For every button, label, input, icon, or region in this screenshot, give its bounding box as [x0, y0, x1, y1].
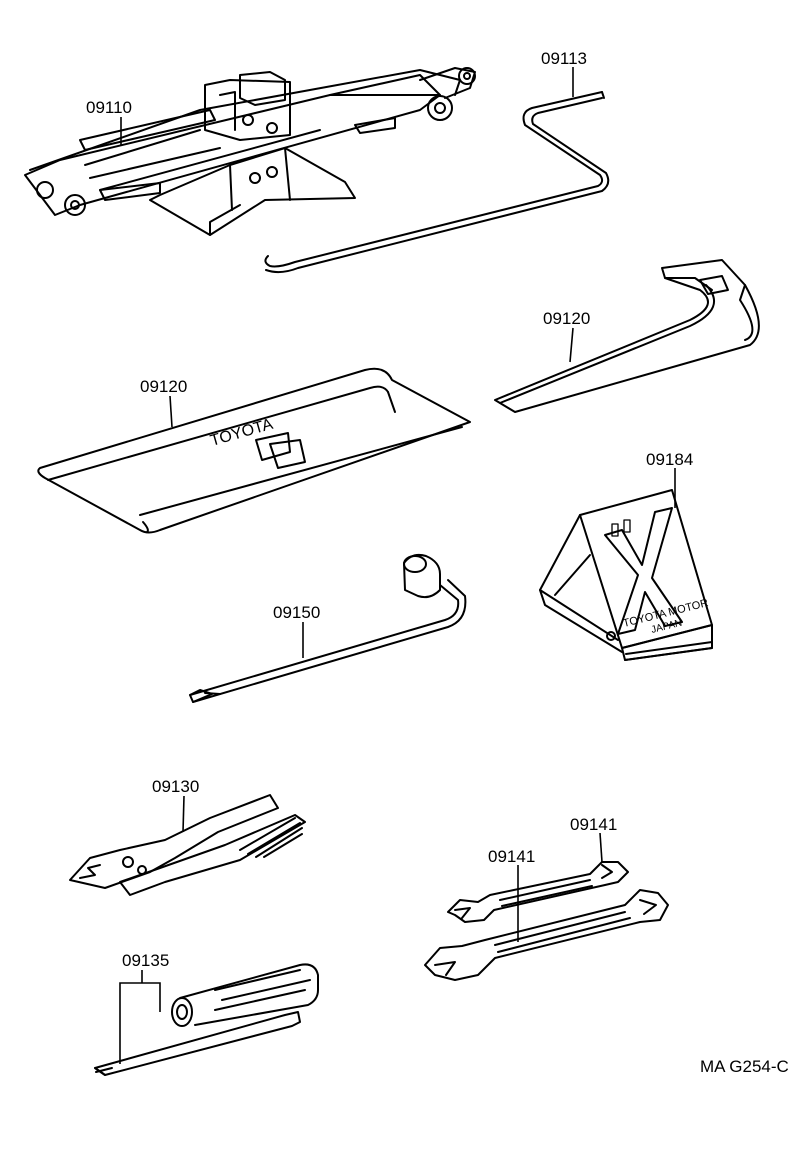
part-label-09113: 09113	[541, 49, 587, 68]
tool-bag[interactable]	[37, 367, 471, 534]
part-label-09141-small: 09141	[570, 815, 617, 834]
tool-bag-imprint: TOYOTA	[208, 416, 275, 450]
diagram-code: MA G254-C	[700, 1057, 789, 1076]
open-end-wrench-large[interactable]	[424, 889, 669, 981]
part-label-09184: 09184	[646, 450, 693, 469]
part-label-09120-right: 09120	[543, 309, 590, 328]
part-label-09110: 09110	[86, 98, 132, 117]
part-label-09135: 09135	[122, 951, 169, 970]
pliers[interactable]	[69, 794, 306, 896]
part-label-09141-large: 09141	[488, 847, 535, 866]
open-end-wrench-small[interactable]	[447, 861, 629, 923]
scissor-jack[interactable]	[24, 67, 476, 236]
part-label-09130: 09130	[152, 777, 199, 796]
screwdriver[interactable]	[94, 963, 319, 1076]
jack-handle-bag[interactable]	[494, 259, 760, 413]
wheel-nut-wrench[interactable]	[189, 553, 467, 703]
wheel-chock[interactable]	[539, 489, 713, 661]
jack-handle[interactable]	[264, 91, 610, 274]
part-label-09120-left: 09120	[140, 377, 187, 396]
part-label-09150: 09150	[273, 603, 320, 622]
